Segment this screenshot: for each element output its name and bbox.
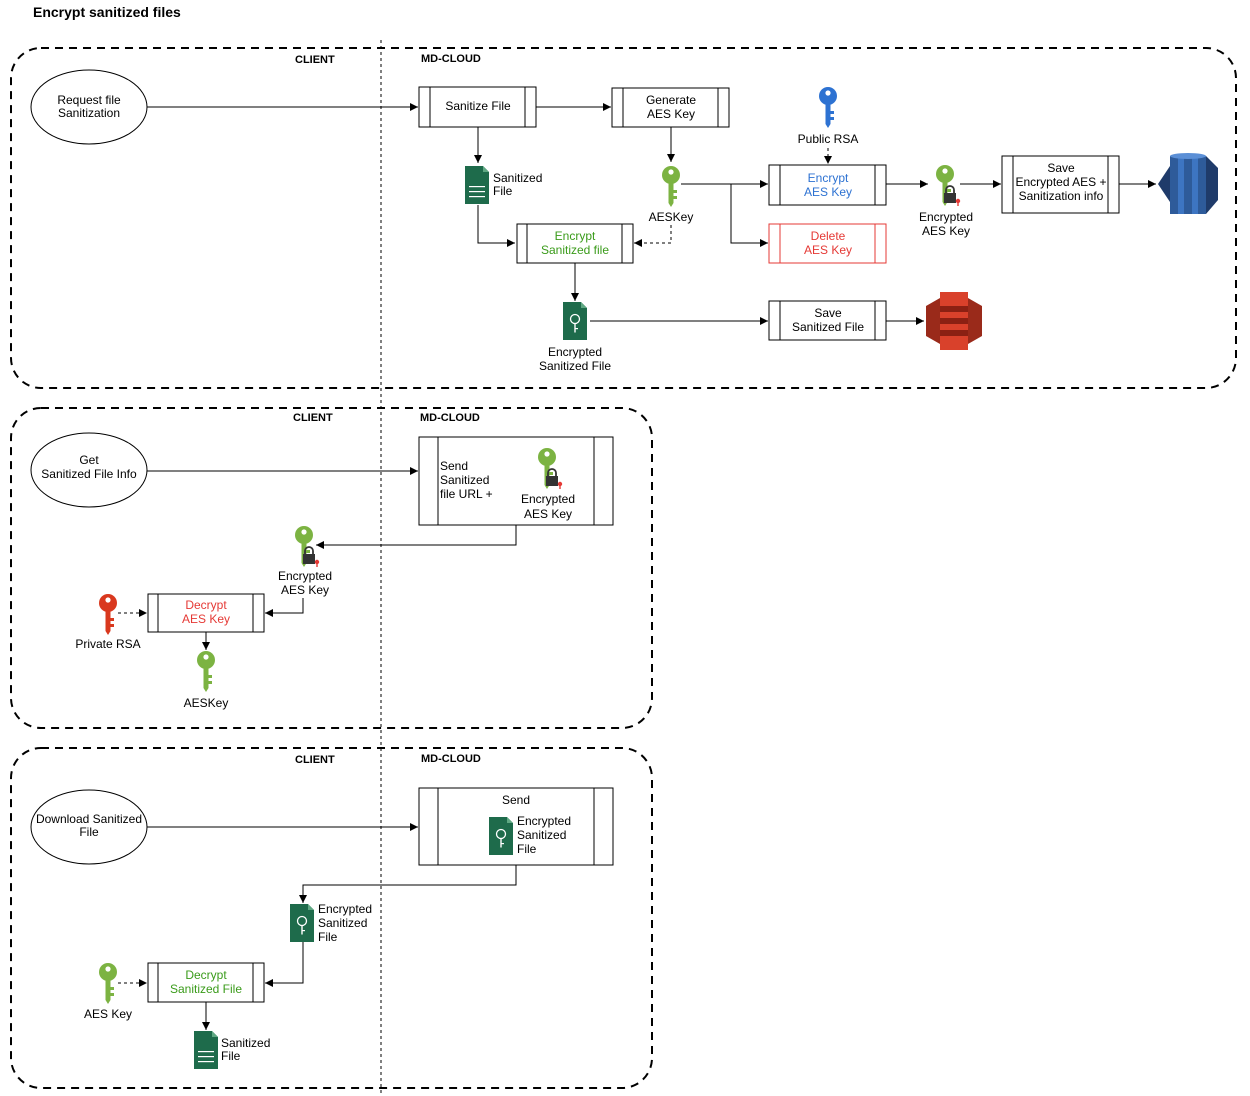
- private-rsa-label: Private RSA: [75, 637, 140, 651]
- enc-key-label-1: Encrypted: [278, 569, 332, 583]
- save-s3-label-1: Save: [814, 306, 842, 320]
- database-icon: [1158, 153, 1218, 214]
- send-label-2: Sanitized: [440, 473, 489, 487]
- aes-key-icon: [99, 963, 117, 1004]
- enc-file-label-1: Encrypted: [548, 345, 602, 359]
- private-rsa-key-icon: [99, 594, 117, 635]
- panel-encrypt: CLIENT MD-CLOUD Request file Sanitizatio…: [10, 47, 1237, 389]
- send-title: Send: [502, 793, 530, 807]
- sanitized-doc-label-2: File: [493, 184, 513, 198]
- save-db-process[interactable]: [1001, 155, 1120, 214]
- decrypt-aes-key-process[interactable]: [147, 593, 265, 633]
- encrypted-file-icon: [488, 816, 514, 856]
- save-db-label-3: Sanitization info: [1019, 189, 1104, 203]
- send-doc-label-2: Sanitized: [517, 828, 566, 842]
- sanitize-label: Sanitize File: [445, 99, 511, 113]
- encrypt-aes-label-1: Encrypt: [808, 171, 849, 185]
- doc-to-encrypt-arrow: [477, 205, 515, 247]
- download-label-2: File: [79, 825, 99, 839]
- sanitized-file-icon: [194, 1031, 218, 1069]
- encrypt-aes-label-2: AES Key: [804, 185, 852, 199]
- generate-aes-process[interactable]: [611, 87, 730, 128]
- cloud-label: MD-CLOUD: [420, 412, 480, 424]
- encrypt-file-label-2: Sanitized file: [541, 243, 609, 257]
- encrypted-file-icon: [562, 301, 588, 341]
- panel-2-frame: [10, 407, 653, 729]
- aeskey-label: AESKey: [649, 210, 694, 224]
- enc-aes-label-2: AES Key: [922, 224, 970, 238]
- send-label-1: Send: [440, 459, 468, 473]
- page-title: Encrypt sanitized files: [33, 4, 181, 20]
- client-label: CLIENT: [295, 754, 335, 766]
- aeskey-label: AESKey: [184, 696, 229, 710]
- encrypt-aes-key-process[interactable]: [768, 164, 887, 206]
- cloud-label: MD-CLOUD: [421, 53, 481, 65]
- panel-download: CLIENT MD-CLOUD Download Sanitized File …: [10, 747, 653, 1089]
- encdoc-to-decrypt-arrow: [265, 942, 304, 987]
- enckey-to-decrypt-arrow: [265, 598, 304, 617]
- send-key-label-2: AES Key: [524, 507, 572, 521]
- decrypt-key-label-1: Decrypt: [185, 598, 227, 612]
- send-doc-label-1: Encrypted: [517, 814, 571, 828]
- panel-3-frame: [10, 747, 653, 1089]
- public-rsa-key-icon: [819, 87, 837, 128]
- san-doc-label-2: File: [221, 1049, 241, 1063]
- save-db-label-1: Save: [1047, 161, 1075, 175]
- panel-decrypt-key: CLIENT MD-CLOUD Get Sanitized File Info …: [10, 407, 653, 729]
- encrypted-aes-key-icon: [935, 164, 962, 207]
- public-rsa-label: Public RSA: [798, 132, 859, 146]
- cloud-label: MD-CLOUD: [421, 753, 481, 765]
- enc-doc-label-2: Sanitized: [318, 916, 367, 930]
- enc-aes-label-1: Encrypted: [919, 210, 973, 224]
- download-label-1: Download Sanitized: [36, 812, 142, 826]
- decrypt-file-label-2: Sanitized File: [170, 982, 242, 996]
- save-s3-label-2: Sanitized File: [792, 320, 864, 334]
- s3-bucket-icon: [926, 292, 982, 350]
- aes-key-icon: [662, 166, 680, 207]
- key-to-delete-arrow: [730, 184, 768, 247]
- enc-doc-label-3: File: [318, 930, 338, 944]
- sanitized-doc-label-1: Sanitized: [493, 171, 542, 185]
- san-doc-label-1: Sanitized: [221, 1036, 270, 1050]
- delete-label-1: Delete: [811, 229, 846, 243]
- get-file-info-node[interactable]: [30, 432, 148, 508]
- client-label: CLIENT: [293, 412, 333, 424]
- key-to-encrypt-file-arrow: [634, 225, 672, 247]
- enc-file-label-2: Sanitized File: [539, 359, 611, 373]
- get-label-1: Get: [79, 453, 99, 467]
- aes-key-label: AES Key: [84, 1007, 132, 1021]
- generate-label-2: AES Key: [647, 107, 695, 121]
- encrypt-file-label-1: Encrypt: [555, 229, 596, 243]
- enc-doc-label-1: Encrypted: [318, 902, 372, 916]
- delete-aes-key-process[interactable]: [768, 223, 887, 264]
- aes-key-icon: [197, 651, 215, 692]
- decrypt-file-label-1: Decrypt: [185, 968, 227, 982]
- sanitize-file-process[interactable]: [418, 86, 537, 128]
- save-db-label-2: Encrypted AES +: [1015, 175, 1106, 189]
- send-key-label-1: Encrypted: [521, 492, 575, 506]
- client-label: CLIENT: [295, 54, 335, 66]
- decrypt-key-label-2: AES Key: [182, 612, 230, 626]
- send-file-url-process[interactable]: [418, 436, 614, 526]
- request-label-1: Request file: [57, 93, 121, 107]
- generate-label-1: Generate: [646, 93, 696, 107]
- send-to-client-arrow: [299, 865, 517, 903]
- get-label-2: Sanitized File Info: [41, 467, 137, 481]
- send-label-3: file URL +: [440, 487, 493, 501]
- request-label-2: Sanitization: [58, 106, 120, 120]
- send-to-client-arrow: [316, 525, 517, 549]
- delete-label-2: AES Key: [804, 243, 852, 257]
- send-doc-label-3: File: [517, 842, 537, 856]
- encrypted-file-icon: [289, 903, 315, 943]
- encrypted-aes-key-icon: [294, 525, 321, 568]
- panel-1-frame: [10, 47, 1237, 389]
- send-encrypted-file-process[interactable]: [418, 787, 614, 866]
- sanitized-file-icon: [465, 166, 489, 204]
- save-sanitized-file-process[interactable]: [768, 300, 887, 341]
- decrypt-sanitized-file-process[interactable]: [147, 962, 265, 1003]
- enc-key-label-2: AES Key: [281, 583, 329, 597]
